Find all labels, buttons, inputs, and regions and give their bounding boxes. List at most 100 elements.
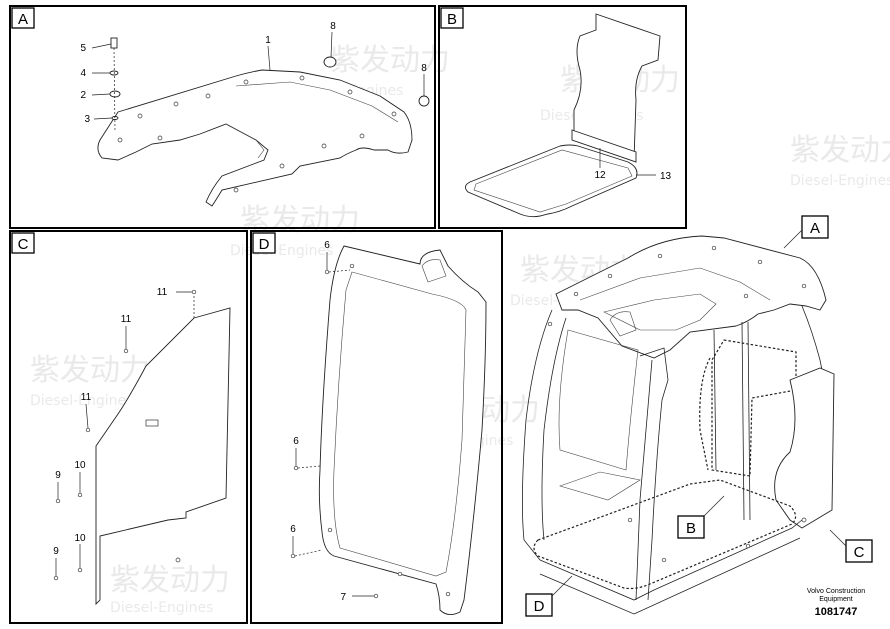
callout-2: 2 [80, 90, 86, 101]
screw-11 [191, 289, 197, 295]
cab-callout-a-box [801, 215, 829, 239]
window-seal [465, 144, 638, 218]
cab-front-right-pillar [639, 347, 669, 601]
title-block: Volvo Construction Equipment 1081747 [807, 588, 865, 618]
roof-panel [97, 69, 413, 207]
cab-floor-hole [627, 517, 633, 523]
leader-2 [91, 93, 111, 96]
cab-rear-post-3 [747, 321, 751, 521]
screw-6 [324, 269, 330, 275]
watermark-cn: 紫发动力 [790, 133, 890, 168]
cab-leader-d [551, 575, 573, 597]
grommet-8 [418, 95, 430, 107]
brand-line-2: Equipment [819, 596, 853, 603]
window-seal-inner [473, 149, 633, 213]
grommet-8 [323, 56, 337, 68]
panel-d-label: D [259, 236, 270, 253]
roof-hole [347, 89, 353, 95]
panel-c: C 11 11 11 9 10 9 10 [9, 230, 248, 624]
callout-9: 9 [53, 546, 59, 557]
cab-floor-front [539, 519, 803, 601]
cab-assembly: A B C D [522, 215, 873, 617]
cab-floor-base [539, 537, 801, 615]
cab-hinge-plate [609, 311, 637, 337]
cab-roof-hole [547, 321, 553, 327]
cab-leader-c [829, 529, 847, 547]
panel-a: A 5 4 2 3 1 [9, 5, 436, 229]
side-cover-hole [175, 557, 181, 563]
callout-10: 10 [74, 533, 86, 544]
cab-roof-rib [579, 267, 771, 301]
panel-b-frame [438, 5, 687, 229]
door-hole [349, 263, 355, 269]
roof-hole [279, 163, 285, 169]
leader-11 [85, 403, 89, 429]
callout-11: 11 [157, 287, 168, 298]
cab-callout-c-box [845, 539, 873, 563]
cab-side-cover-hole [801, 517, 807, 523]
roof-hole [117, 137, 123, 143]
leader-6-ext [297, 465, 321, 469]
cab-leader-b [703, 495, 725, 517]
side-cover-slot [145, 419, 159, 427]
callout-8: 8 [421, 63, 427, 74]
cab-callout-a: A [810, 220, 820, 237]
rear-window-glass [573, 13, 661, 161]
panel-a-label-box [11, 7, 35, 29]
panel-c-frame [9, 230, 248, 624]
roof-cutout-edge [225, 123, 265, 159]
watermark-en: Diesel-Engines [30, 393, 133, 409]
leader-6-ext [328, 269, 351, 273]
brand-line-1: Volvo Construction [807, 588, 865, 595]
roof-hole [391, 111, 397, 117]
roof-hole [205, 93, 211, 99]
cab-floor-hole [661, 557, 667, 563]
screw-9 [55, 498, 61, 504]
cab-front-right-pillar-inner [635, 359, 653, 601]
panel-d-label-box [252, 232, 276, 254]
cab-rear-post-2 [741, 321, 745, 521]
screw-11 [123, 348, 129, 354]
cab-roof-hole [711, 245, 717, 251]
callout-13: 13 [660, 171, 672, 182]
cab-roof-hole [757, 259, 763, 265]
cab-rear-right-pillar [801, 305, 823, 371]
callout-5: 5 [80, 43, 86, 54]
cab-roof-hole [607, 273, 613, 279]
cab-roof [555, 235, 827, 359]
leader-1 [267, 45, 271, 71]
cab-floor-plate [559, 471, 641, 501]
panel-b: B 12 13 [438, 5, 687, 229]
roof-hole [157, 135, 163, 141]
cab-floor-seal [533, 479, 797, 590]
cab-callout-b-box [677, 515, 705, 539]
panel-d-frame [250, 230, 503, 624]
screw-6 [293, 465, 299, 471]
watermark-en: Diesel-Engines [230, 243, 333, 259]
glass-strip [571, 129, 637, 163]
cab-roof-hole [801, 283, 807, 289]
part-number: 1081747 [815, 606, 858, 618]
door-hinge-plate [421, 259, 447, 283]
panel-d: D 6 6 6 7 [250, 230, 503, 624]
door-frame-inner [333, 271, 467, 577]
washer-10 [77, 567, 83, 573]
callout-7: 7 [340, 592, 346, 603]
roof-hole [243, 79, 249, 85]
panel-a-label: A [18, 11, 28, 28]
callout-9: 9 [55, 470, 61, 481]
watermark-cn: 紫发动力 [30, 353, 150, 388]
cab-callout-b: B [686, 520, 696, 537]
side-cover-step [99, 512, 187, 600]
panel-b-label: B [447, 11, 457, 28]
callout-1: 1 [265, 35, 271, 46]
screw-6 [290, 553, 296, 559]
callout-12: 12 [594, 170, 606, 181]
callout-4: 4 [80, 68, 86, 79]
callout-6: 6 [324, 240, 330, 251]
cab-callout-d-box [525, 593, 553, 617]
bolt-5 [110, 37, 118, 49]
panel-c-label-box [11, 232, 35, 254]
